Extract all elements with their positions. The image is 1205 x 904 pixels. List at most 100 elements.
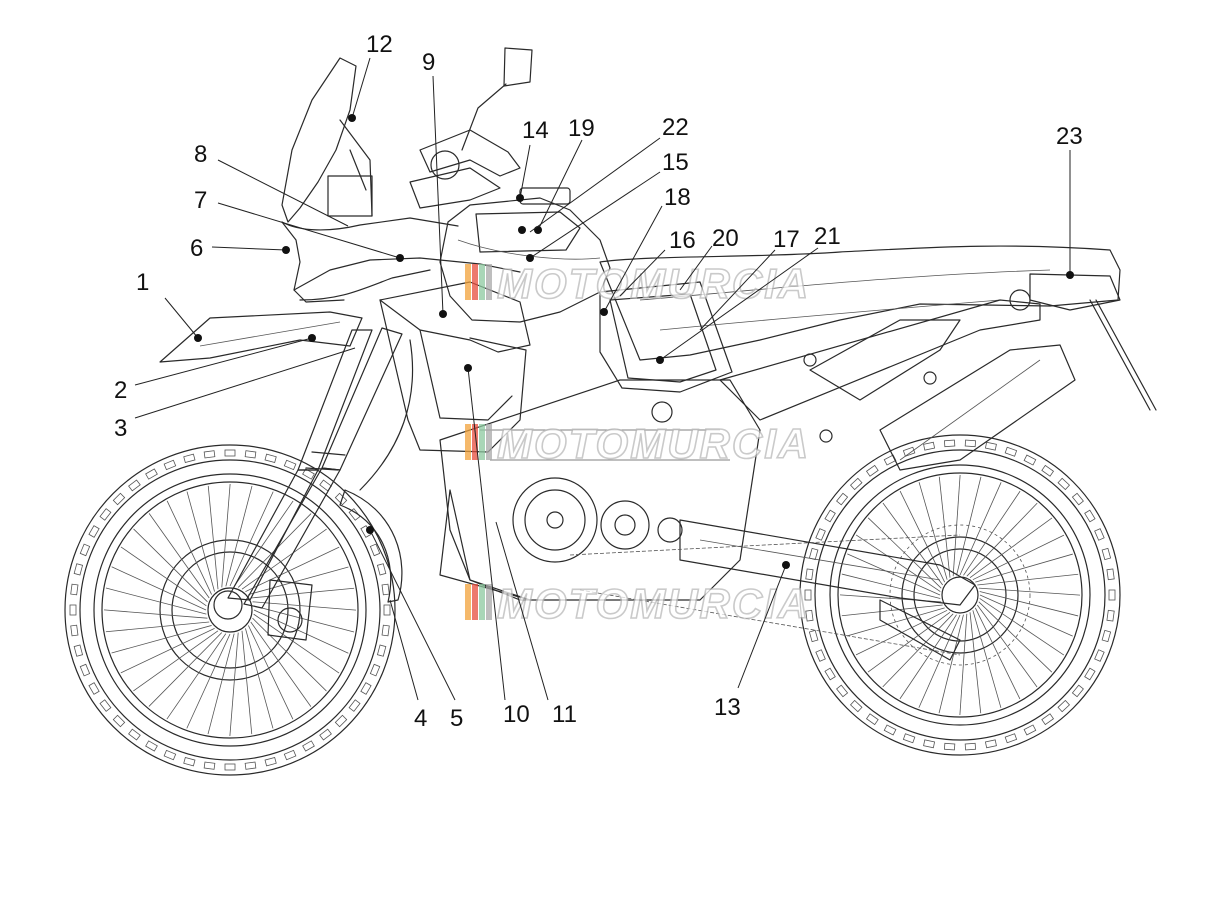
watermark-text: MOTOMURCIA bbox=[497, 580, 810, 627]
tyre-knob bbox=[319, 728, 332, 741]
callout-5: 5 bbox=[366, 526, 463, 732]
svg-text:12: 12 bbox=[366, 31, 393, 58]
svg-text:22: 22 bbox=[662, 114, 689, 141]
watermark-stripe bbox=[472, 584, 478, 620]
callout-15: 15 bbox=[526, 149, 689, 262]
tyre-knob bbox=[302, 740, 315, 752]
callout-22: 22 bbox=[529, 114, 689, 233]
spoke bbox=[111, 566, 207, 611]
spoke bbox=[841, 573, 941, 599]
watermark-stripe bbox=[479, 264, 485, 300]
tyre-knob bbox=[283, 459, 297, 471]
tyre-knob bbox=[1071, 684, 1084, 698]
tyre-knob bbox=[112, 492, 126, 506]
spoke bbox=[841, 604, 943, 617]
svg-text:1: 1 bbox=[136, 269, 149, 296]
spoke bbox=[166, 500, 212, 595]
callout-20: 20 bbox=[679, 225, 739, 291]
tyre-knob bbox=[849, 477, 863, 491]
tyre-knob bbox=[348, 699, 361, 712]
tyre-knob bbox=[1023, 724, 1037, 736]
tyre-knob bbox=[99, 699, 112, 712]
callout-19: 19 bbox=[518, 115, 595, 234]
tyre-knob bbox=[964, 439, 976, 448]
tyre-knob bbox=[128, 728, 141, 741]
tyre-knob bbox=[360, 682, 372, 695]
spoke bbox=[148, 513, 210, 599]
tyre-knob bbox=[984, 739, 997, 749]
tyre-knob bbox=[302, 468, 315, 480]
watermark-stripe bbox=[465, 424, 471, 460]
svg-text:23: 23 bbox=[1056, 123, 1083, 150]
spoke bbox=[882, 502, 944, 586]
svg-text:15: 15 bbox=[662, 149, 689, 176]
svg-text:20: 20 bbox=[712, 225, 739, 252]
front-fork bbox=[213, 327, 403, 641]
spoke bbox=[166, 633, 227, 720]
spoke bbox=[979, 594, 1073, 637]
spoke bbox=[978, 587, 1081, 596]
spoke bbox=[207, 633, 235, 735]
callout-9: 9 bbox=[422, 49, 447, 318]
tyre-knob bbox=[70, 583, 79, 596]
tyre-knob bbox=[244, 450, 257, 459]
watermark-stripe bbox=[465, 264, 471, 300]
tyre-knob bbox=[79, 543, 91, 557]
tyre-knob bbox=[79, 663, 91, 677]
tyre-knob bbox=[128, 479, 141, 492]
spoke bbox=[899, 614, 957, 700]
svg-text:13: 13 bbox=[714, 694, 741, 721]
callout-8: 8 bbox=[194, 141, 349, 227]
tyre-knob bbox=[1094, 528, 1105, 541]
spoke bbox=[105, 587, 207, 615]
tyre-knob bbox=[369, 543, 381, 557]
tyre-knob bbox=[112, 714, 126, 728]
tyre-knob bbox=[163, 749, 177, 761]
spoke bbox=[245, 546, 340, 592]
callout-10: 10 bbox=[464, 364, 530, 728]
spoke bbox=[250, 621, 312, 707]
spoke bbox=[120, 546, 207, 607]
callout-6: 6 bbox=[190, 235, 290, 262]
tyre-knob bbox=[865, 464, 879, 477]
tyre-knob bbox=[99, 508, 112, 521]
tyre-knob bbox=[923, 739, 936, 749]
chain bbox=[569, 534, 961, 656]
watermark: MOTOMURCIA bbox=[465, 259, 810, 308]
watermark-text: MOTOMURCIA bbox=[497, 260, 810, 307]
svg-text:14: 14 bbox=[522, 117, 549, 144]
tyre-knob bbox=[1004, 733, 1018, 744]
tyre-knob bbox=[264, 756, 277, 767]
tyre-knob bbox=[1084, 509, 1096, 523]
spoke bbox=[252, 601, 357, 611]
watermark-stripe bbox=[472, 264, 478, 300]
callout-7: 7 bbox=[194, 187, 404, 262]
tyre-knob bbox=[203, 761, 216, 770]
spoke bbox=[245, 628, 274, 729]
spoke bbox=[225, 485, 253, 587]
rear-wheel bbox=[799, 434, 1121, 756]
tyre-knob bbox=[73, 563, 84, 576]
callout-2: 2 bbox=[114, 334, 316, 404]
spoke bbox=[938, 614, 964, 714]
motorcycle-drawing bbox=[64, 47, 1157, 776]
spoke bbox=[974, 607, 1021, 700]
tyre-knob bbox=[145, 468, 158, 480]
tyre-knob bbox=[1071, 492, 1084, 506]
tyre-knob bbox=[984, 441, 997, 451]
tyre-knob bbox=[88, 682, 100, 695]
tyre-knob bbox=[865, 713, 879, 726]
spoke bbox=[976, 604, 1038, 688]
tyre-knob bbox=[264, 453, 277, 464]
svg-text:6: 6 bbox=[190, 235, 203, 262]
tyre-knob bbox=[964, 742, 976, 751]
tyre-knob bbox=[805, 568, 814, 581]
tyre-knob bbox=[381, 583, 390, 596]
watermark-stripe bbox=[486, 424, 492, 460]
tyre-knob bbox=[849, 699, 863, 713]
spoke bbox=[253, 609, 349, 654]
tyre-knob bbox=[203, 450, 216, 459]
tyre-knob bbox=[808, 629, 819, 643]
